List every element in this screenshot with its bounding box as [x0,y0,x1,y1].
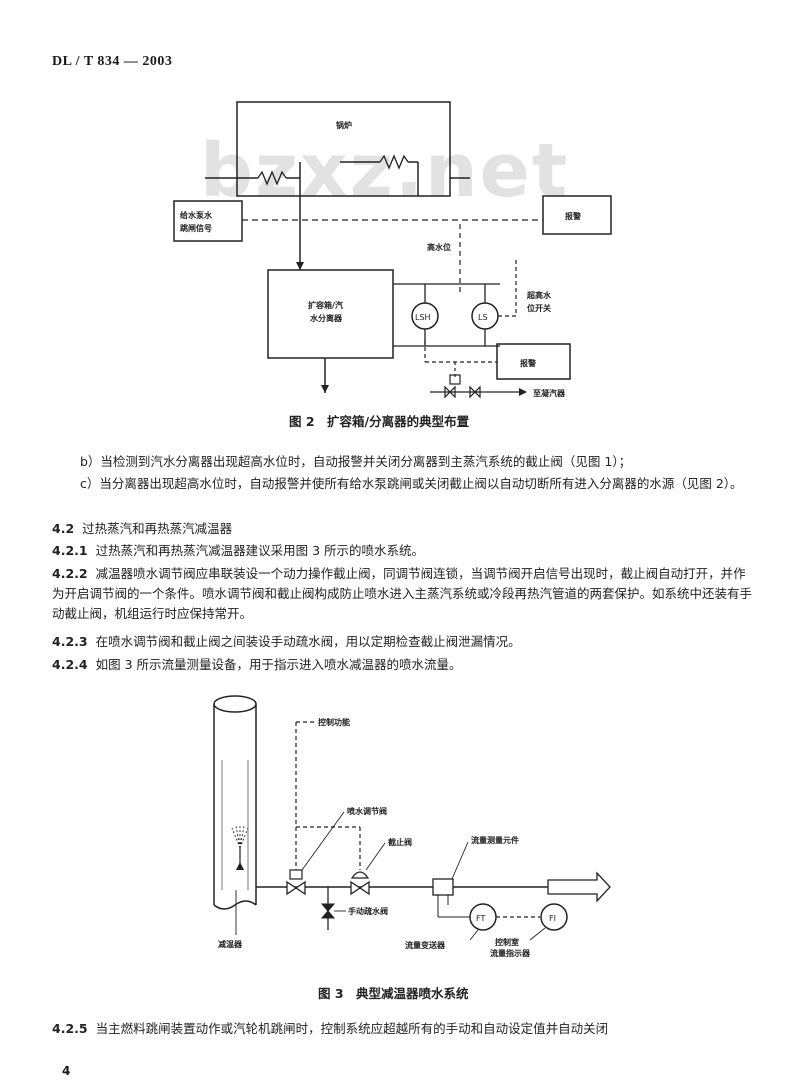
feedwater-signal-box [173,200,243,242]
section-4-2-5: 4.2.5 当主燃料跳闸装置动作或汽轮机跳闸时，控制系统应超越所有的手动和自动设定… [52,1019,752,1039]
stop-valve-actuator [350,871,370,879]
spray-pattern [231,825,249,849]
section-number: 4.2 [52,521,75,536]
arrow-into-tank [296,262,304,270]
switch-label-line1: 超高水 [526,290,552,300]
control-label: 控制功能 [318,717,350,727]
section-number: 4.2.3 [52,634,88,649]
flow-indicator-line1: 控制室 [495,937,519,947]
flash-tank-line2: 水分离器 [309,313,343,323]
section-text: 减温器喷水调节阀应串联装设一个动力操作截止阀，同调节阀连锁，当调节阀开启信号出现… [52,566,753,621]
coil-right [379,154,409,170]
feedwater-signal-line1: 给水泵水 [180,210,213,220]
flow-transmitter-label: 流量变送器 [405,940,446,950]
switch-label-line2: 位开关 [527,303,551,313]
inlet-arrow [547,871,611,903]
stop-valve-label: 截止阀 [388,837,412,847]
desuperheater-label: 减温器 [218,939,243,949]
stop-valve-body [350,880,370,896]
stop-valve-pointer [365,842,386,871]
ft-label: FT [476,914,485,923]
boiler-box [236,101,451,197]
feedwater-signal-line2: 跳闸信号 [180,223,212,233]
section-4-2: 4.2 过热蒸汽和再热蒸汽减温器 [52,519,752,539]
high-level-label: 高水位 [427,242,451,252]
figure-3-caption: 图 3 典型减温器喷水系统 [318,986,469,1001]
fi-label: FI [549,914,556,923]
paragraph-b: b）当检测到汽水分离器出现超高水位时，自动报警并关闭分离器到主蒸汽系统的截止阀（… [80,454,632,469]
flow-element-box [432,878,454,896]
drain-valve-body [320,903,336,919]
spray-valve-pointer [301,811,345,871]
nozzle-tip [236,862,244,870]
watermark: bzxz.net [200,128,570,214]
section-number: 4.2.1 [52,543,88,558]
page-number: 4 [62,1064,71,1078]
flow-element-label: 流量测量元件 [471,835,519,845]
pipe-break [213,900,257,910]
valve-1 [444,385,456,399]
paragraph-c: c）当分离器出现超高水位时，自动报警并使所有给水泵跳闸或关闭截止阀以自动切断所有… [80,476,743,491]
figure-2-caption: 图 2 扩容箱/分离器的典型布置 [289,414,470,429]
section-4-2-1: 4.2.1 过热蒸汽和再热蒸汽减温器建议采用图 3 所示的喷水系统。 [52,541,752,561]
flow-indicator-line2: 流量指示器 [490,948,531,958]
flash-tank-box [267,269,394,359]
spray-valve-body [286,880,306,896]
valve-2 [469,385,481,399]
section-number: 4.2.2 [52,566,88,581]
ls-label: LS [478,313,488,322]
spray-valve-actuator [289,869,303,880]
transmitter-pointer [469,929,479,941]
document-header: DL / T 834 — 2003 [52,54,173,69]
section-text: 过热蒸汽和再热蒸汽减温器建议采用图 3 所示的喷水系统。 [95,543,424,558]
to-condenser-label: 至凝汽器 [533,388,566,398]
alarm-top-label: 报警 [565,211,581,221]
spray-valve-label: 喷水调节阀 [347,806,387,816]
lsh-label: LSH [415,313,431,322]
alarm-bottom-label: 报警 [520,358,536,368]
flash-tank-line1: 扩容箱/汽 [308,300,343,310]
section-number: 4.2.4 [52,657,88,672]
lsh-circle [411,302,439,330]
alarm-box-top [542,195,612,235]
tank-drain-arrow [321,385,329,393]
alarm-box-bottom [496,343,571,380]
section-4-2-3: 4.2.3 在喷水调节阀和截止阀之间装设手动疏水阀，用以定期检查截止阀泄漏情况。 [52,632,752,652]
figure-2-diagram: 锅炉 给水泵水 跳闸信号 报警 高水位 扩容箱/汽 水分离器 [173,101,612,399]
section-text: 在喷水调节阀和截止阀之间装设手动疏水阀，用以定期检查截止阀泄漏情况。 [95,634,521,649]
section-number: 4.2.5 [52,1021,88,1036]
figure-3-diagram: 减温器 控制功能 喷水调节阀 截止阀 手动疏水阀 流量测量元件 [213,695,611,958]
section-text: 如图 3 所示流量测量设备，用于指示进入喷水减温器的喷水流量。 [95,657,462,672]
actuator-box [449,374,461,385]
section-heading: 过热蒸汽和再热蒸汽减温器 [82,521,233,536]
section-4-2-4: 4.2.4 如图 3 所示流量测量设备，用于指示进入喷水减温器的喷水流量。 [52,655,752,675]
fi-circle [540,903,568,931]
flow-element-pointer [451,841,469,880]
section-text: 当主燃料跳闸装置动作或汽轮机跳闸时，控制系统应超越所有的手动和自动设定值并自动关… [95,1021,609,1036]
boiler-label: 锅炉 [335,120,352,130]
pipe-top-ellipse [213,695,257,713]
coil-left [257,170,287,186]
manual-drain-label: 手动疏水阀 [348,906,388,916]
indicator-pointer [529,927,546,941]
condenser-arrow [519,388,527,396]
